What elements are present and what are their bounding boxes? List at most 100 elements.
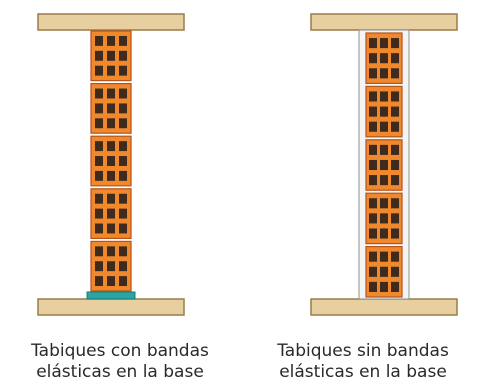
bottom-slab [310, 298, 458, 316]
brick-hole [107, 50, 115, 61]
brick-hole [95, 65, 103, 76]
brick [90, 30, 132, 82]
brick-hole [369, 91, 377, 102]
brick-hole [380, 144, 388, 155]
brick-hole [95, 103, 103, 114]
brick-hole [380, 175, 388, 186]
caption-without-bands-line2: elásticas en la base [279, 362, 447, 382]
brick-hole [391, 38, 399, 49]
brick-hole [391, 213, 399, 224]
brick-hole [119, 208, 127, 219]
brick-hole [380, 106, 388, 117]
brick [365, 32, 403, 85]
brick-hole [119, 65, 127, 76]
brick-hole [107, 141, 115, 152]
caption-with-bands-line1: Tabiques con bandas [31, 341, 209, 361]
brick-hole [107, 276, 115, 287]
brick-hole [119, 276, 127, 287]
brick-hole [107, 208, 115, 219]
brick-hole [380, 281, 388, 292]
brick-hole [95, 170, 103, 181]
brick-hole [95, 246, 103, 257]
brick-hole [391, 251, 399, 262]
brick-hole [391, 106, 399, 117]
brick-hole [95, 208, 103, 219]
brick [365, 246, 403, 298]
brick-hole [369, 121, 377, 132]
brick-hole [119, 246, 127, 257]
brick-hole [391, 266, 399, 277]
elastic-band [86, 291, 136, 300]
brick-hole [95, 88, 103, 99]
brick-hole [107, 223, 115, 234]
brick-hole [391, 159, 399, 171]
brick-hole [391, 68, 399, 79]
brick-hole [369, 106, 377, 117]
brick-hole [119, 170, 127, 181]
brick-hole [391, 175, 399, 186]
brick-hole [380, 251, 388, 262]
brick [90, 82, 132, 134]
caption-with-bands-line2: elásticas en la base [36, 362, 204, 382]
brick-hole [369, 175, 377, 186]
brick-hole [391, 121, 399, 132]
brick-hole [369, 281, 377, 292]
brick-hole [380, 198, 388, 209]
brick-hole [107, 65, 115, 76]
brick-hole [119, 35, 127, 46]
brick-hole [119, 223, 127, 234]
top-slab [37, 13, 185, 31]
brick-hole [391, 53, 399, 64]
brick-hole [380, 53, 388, 64]
brick-hole [95, 50, 103, 61]
brick-hole [119, 261, 127, 272]
brick-hole [380, 91, 388, 102]
brick-hole [95, 276, 103, 287]
brick-hole [107, 156, 115, 166]
brick-hole [119, 193, 127, 204]
brick-hole [391, 144, 399, 155]
wall-without-elastic-bands [310, 13, 458, 316]
brick-hole [369, 144, 377, 155]
brick-hole [369, 198, 377, 209]
brick-hole [119, 103, 127, 114]
brick-hole [380, 213, 388, 224]
brick-hole [107, 103, 115, 114]
brick-hole [107, 118, 115, 129]
caption-without-bands: Tabiques sin bandas elásticas en la base [243, 341, 483, 383]
brick-hole [107, 246, 115, 257]
brick-hole [119, 141, 127, 152]
brick [365, 139, 403, 191]
brick-hole [95, 141, 103, 152]
brick-hole [391, 281, 399, 292]
top-slab [310, 13, 458, 31]
brick-hole [369, 228, 377, 239]
brick-hole [95, 118, 103, 129]
brick-hole [369, 53, 377, 64]
brick [90, 135, 132, 187]
brick-hole [107, 170, 115, 181]
brick-hole [369, 251, 377, 262]
brick-hole [369, 213, 377, 224]
brick-hole [391, 198, 399, 209]
brick-hole [369, 38, 377, 49]
brick-hole [391, 228, 399, 239]
bottom-slab [37, 298, 185, 316]
brick-hole [369, 68, 377, 79]
brick-hole [95, 261, 103, 272]
brick [90, 188, 132, 240]
brick-hole [380, 68, 388, 79]
brick-hole [107, 88, 115, 99]
brick-hole [119, 50, 127, 61]
brick [365, 192, 403, 245]
brick-hole [95, 156, 103, 166]
brick-hole [380, 121, 388, 132]
brick-hole [380, 159, 388, 171]
brick-hole [119, 118, 127, 129]
brick-hole [107, 193, 115, 204]
brick-hole [391, 91, 399, 102]
brick-hole [380, 228, 388, 239]
brick-hole [119, 88, 127, 99]
brick [365, 85, 403, 138]
